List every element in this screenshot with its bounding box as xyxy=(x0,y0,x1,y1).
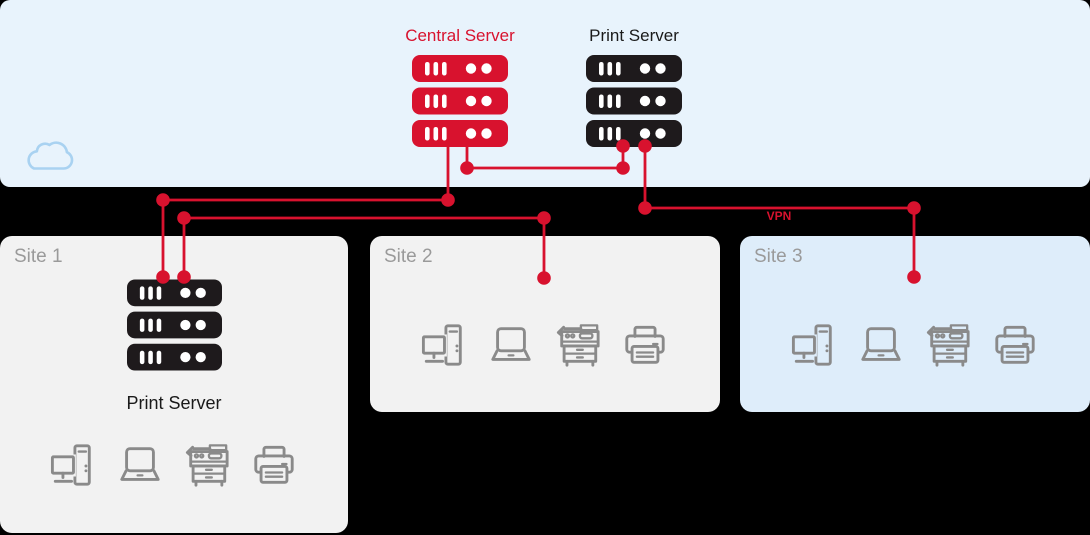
laptop-icon xyxy=(117,440,163,490)
desktop-computer-icon xyxy=(791,320,837,370)
central-server-icon xyxy=(412,55,508,147)
site-3-card: Site 3 xyxy=(740,236,1090,412)
site-1-print-server-icon xyxy=(127,278,222,372)
printer-icon xyxy=(992,320,1038,370)
site-1-label: Site 1 xyxy=(14,246,63,267)
site-3-devices xyxy=(791,320,1038,370)
laptop-icon xyxy=(858,320,904,370)
central-server-label: Central Server xyxy=(405,26,515,45)
laptop-icon xyxy=(488,320,534,370)
site-3-label: Site 3 xyxy=(754,246,803,267)
desktop-computer-icon xyxy=(50,440,96,490)
multifunction-printer-icon xyxy=(555,320,601,370)
cloud-zone: Central Server Print Server xyxy=(0,0,1090,187)
site-1-card: Site 1 Print Server xyxy=(0,236,348,533)
printer-icon xyxy=(251,440,297,490)
site-2-devices xyxy=(421,320,668,370)
cloud-icon xyxy=(21,135,79,173)
site-2-label: Site 2 xyxy=(384,246,433,267)
cloud-print-server-icon xyxy=(586,55,682,147)
cloud-print-server-label: Print Server xyxy=(589,26,679,45)
site-1-devices xyxy=(50,440,297,490)
multifunction-printer-icon xyxy=(925,320,971,370)
site-1-print-server-label: Print Server xyxy=(126,393,222,413)
printer-icon xyxy=(622,320,668,370)
vpn-label: VPN xyxy=(766,209,792,223)
site-2-card: Site 2 xyxy=(370,236,720,412)
multifunction-printer-icon xyxy=(184,440,230,490)
desktop-computer-icon xyxy=(421,320,467,370)
